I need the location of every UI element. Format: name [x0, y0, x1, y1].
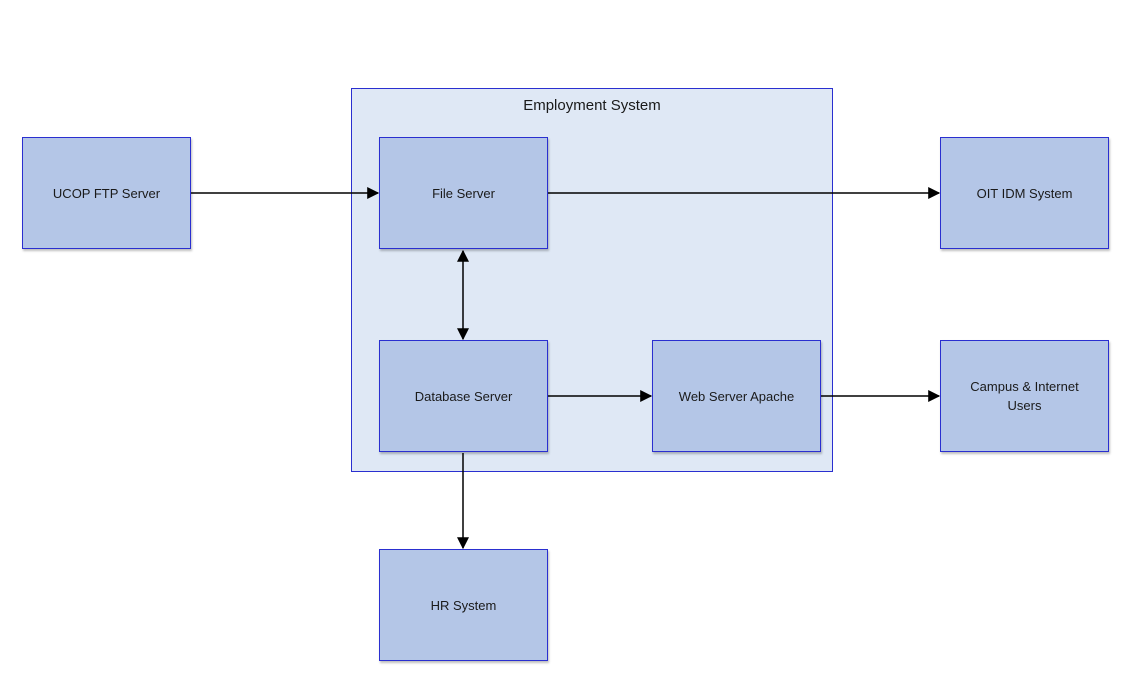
node-label: OIT IDM System	[976, 185, 1073, 201]
node-label: HR System	[430, 597, 497, 613]
node-file-server[interactable]: File Server	[379, 137, 548, 249]
node-label: Web Server Apache	[678, 388, 795, 404]
node-campus-internet-users[interactable]: Campus & Internet Users	[940, 340, 1109, 452]
node-label: File Server	[432, 185, 495, 201]
node-ucop-ftp-server[interactable]: UCOP FTP Server	[22, 137, 191, 249]
node-database-server[interactable]: Database Server	[379, 340, 548, 452]
node-hr-system[interactable]: HR System	[379, 549, 548, 661]
node-web-server-apache[interactable]: Web Server Apache	[652, 340, 821, 452]
group-title: Employment System	[523, 97, 661, 114]
node-oit-idm-system[interactable]: OIT IDM System	[940, 137, 1109, 249]
node-label: Database Server	[414, 388, 513, 404]
node-label: Campus & Internet Users	[970, 379, 1079, 413]
node-label: UCOP FTP Server	[52, 185, 161, 201]
